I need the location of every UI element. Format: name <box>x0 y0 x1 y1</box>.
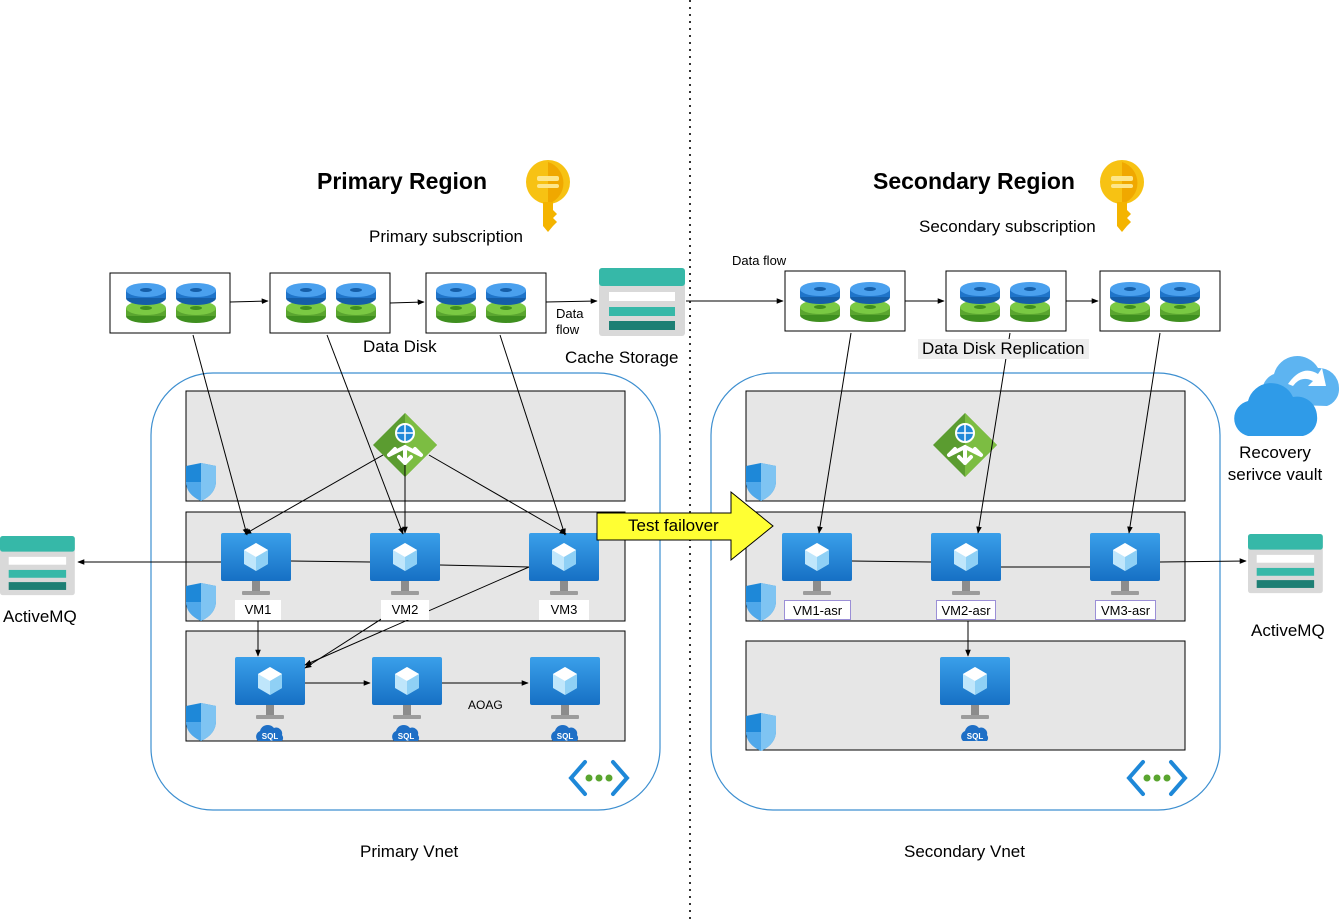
storage-icon <box>1248 534 1323 594</box>
secondary-region-title: Secondary Region <box>873 168 1075 194</box>
recovery-vault-icon <box>1234 356 1339 436</box>
recovery-vault-label: Recovery serivce vault <box>1227 443 1323 484</box>
vm2-asr-label: VM2-asr <box>936 600 996 620</box>
secondary-disk-box-1 <box>784 270 906 332</box>
primary-subscription-label: Primary subscription <box>369 227 523 246</box>
vm2-label: VM2 <box>381 600 429 620</box>
test-failover-arrow <box>596 490 774 562</box>
vnet-icon <box>569 760 629 796</box>
secondary-subscription-label: Secondary subscription <box>919 217 1096 236</box>
key-icon <box>1100 160 1144 232</box>
key-icon <box>526 160 570 232</box>
data-disk-replication-label: Data Disk Replication <box>918 339 1089 359</box>
vm1-asr-label: VM1-asr <box>784 600 851 620</box>
cache-storage-label: Cache Storage <box>565 348 679 367</box>
secondary-vnet-label: Secondary Vnet <box>904 842 1025 861</box>
aoag-label: AOAG <box>468 698 503 712</box>
primary-connectors <box>77 298 598 686</box>
secondary-data-flow-label: Data flow <box>732 253 787 268</box>
vm3-label: VM3 <box>539 600 589 620</box>
vm1-label: VM1 <box>235 600 281 620</box>
primary-region-title: Primary Region <box>317 168 487 194</box>
primary-disk-box-1 <box>109 272 231 334</box>
storage-icon <box>599 268 685 336</box>
primary-activemq-label: ActiveMQ <box>3 607 77 626</box>
secondary-connectors <box>686 298 1247 657</box>
data-disk-label: Data Disk <box>363 337 437 356</box>
vm3-asr-label: VM3-asr <box>1095 600 1156 620</box>
vnet-icon <box>1127 760 1187 796</box>
primary-vnet-label: Primary Vnet <box>360 842 459 861</box>
primary-disk-box-2 <box>269 272 391 334</box>
storage-icon <box>0 536 75 596</box>
secondary-activemq-label: ActiveMQ <box>1251 621 1325 640</box>
primary-data-flow-label: Data flow <box>556 306 584 337</box>
test-failover-label: Test failover <box>628 516 719 535</box>
secondary-vnet-boundary <box>710 372 1221 811</box>
primary-vnet-boundary <box>150 372 661 811</box>
